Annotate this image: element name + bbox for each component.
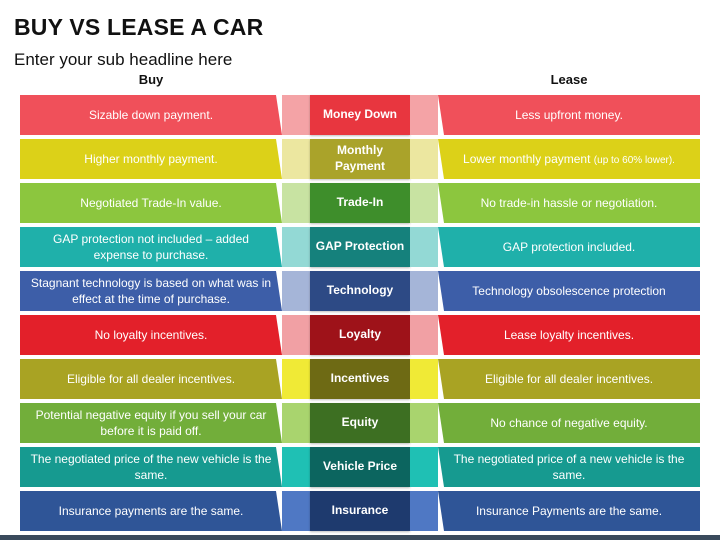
lease-cell: Lease loyalty incentives.	[438, 315, 700, 355]
connector-left	[282, 491, 310, 531]
category-label: Insurance	[310, 491, 410, 531]
category-label: Loyalty	[310, 315, 410, 355]
buy-cell: The negotiated price of the new vehicle …	[20, 447, 282, 487]
buy-cell: Stagnant technology is based on what was…	[20, 271, 282, 311]
buy-cell: Insurance payments are the same.	[20, 491, 282, 531]
connector-left	[282, 227, 310, 267]
comparison-row: Negotiated Trade-In value. Trade-In No tra…	[0, 183, 720, 223]
connector-left	[282, 271, 310, 311]
lease-cell: No chance of negative equity.	[438, 403, 700, 443]
category-label: Money Down	[310, 95, 410, 135]
comparison-row: GAP protection not included – added expe…	[0, 227, 720, 267]
lease-cell-main: No chance of negative equity.	[490, 415, 648, 430]
lease-cell-main: Less upfront money.	[515, 107, 623, 122]
connector-left	[282, 403, 310, 443]
lease-cell-main: Lease loyalty incentives.	[503, 327, 635, 342]
comparison-row: No loyalty incentives. Loyalty Lease loyal…	[0, 315, 720, 355]
lease-cell: The negotiated price of a new vehicle is…	[438, 447, 700, 487]
buy-cell: GAP protection not included – added expe…	[20, 227, 282, 267]
buy-cell: Negotiated Trade-In value.	[20, 183, 282, 223]
connector-right	[410, 139, 438, 179]
comparison-row: Insurance payments are the same. Insuranc…	[0, 491, 720, 531]
category-label: Incentives	[310, 359, 410, 399]
category-label: Trade-In	[310, 183, 410, 223]
comparison-row: Potential negative equity if you sell yo…	[0, 403, 720, 443]
lease-cell-text: GAP protection included.	[503, 239, 636, 255]
lease-cell-main: Lower monthly payment	[463, 151, 591, 166]
category-label: GAP Protection	[310, 227, 410, 267]
lease-cell-text: Technology obsolescence protection	[472, 283, 665, 299]
category-label: Monthly Payment	[310, 139, 410, 179]
connector-left	[282, 95, 310, 135]
connector-left	[282, 315, 310, 355]
lease-cell-main: Insurance Payments are the same.	[475, 503, 663, 518]
footer-bar	[0, 535, 720, 540]
lease-cell-text: Less upfront money.	[515, 107, 623, 123]
lease-cell: Less upfront money.	[438, 95, 700, 135]
category-label: Equity	[310, 403, 410, 443]
lease-cell-text: The negotiated price of a new vehicle is…	[448, 451, 690, 483]
lease-column-header: Lease	[550, 72, 588, 87]
page-subtitle: Enter your sub headline here	[14, 50, 233, 69]
comparison-row: Stagnant technology is based on what was…	[0, 271, 720, 311]
lease-cell-text: Lower monthly payment (up to 60% lower).	[463, 151, 675, 168]
lease-cell-main: Technology obsolescence protection	[472, 283, 666, 298]
lease-cell: Insurance Payments are the same.	[438, 491, 700, 531]
lease-cell: Lower monthly payment (up to 60% lower).	[438, 139, 700, 179]
lease-cell-text: No chance of negative equity.	[490, 415, 647, 431]
lease-cell-note: (up to 60% lower).	[593, 154, 675, 166]
connector-right	[410, 227, 438, 267]
connector-left	[282, 359, 310, 399]
category-label: Technology	[310, 271, 410, 311]
connector-right	[410, 95, 438, 135]
lease-cell-main: Eligible for all dealer incentives.	[484, 371, 654, 386]
lease-cell-main: The negotiated price of a new vehicle is…	[453, 451, 685, 482]
lease-cell-main: No trade-in hassle or negotiation.	[480, 195, 658, 210]
lease-cell: No trade-in hassle or negotiation.	[438, 183, 700, 223]
connector-left	[282, 139, 310, 179]
comparison-row: The negotiated price of the new vehicle …	[0, 447, 720, 487]
connector-right	[410, 183, 438, 223]
connector-left	[282, 183, 310, 223]
buy-cell: Potential negative equity if you sell yo…	[20, 403, 282, 443]
lease-cell: GAP protection included.	[438, 227, 700, 267]
lease-cell-text: Eligible for all dealer incentives.	[485, 371, 653, 387]
connector-right	[410, 403, 438, 443]
connector-left	[282, 447, 310, 487]
buy-cell: Sizable down payment.	[20, 95, 282, 135]
page-title: BUY VS LEASE A CAR	[14, 14, 264, 40]
buy-cell: Eligible for all dealer incentives.	[20, 359, 282, 399]
lease-cell-text: No trade-in hassle or negotiation.	[481, 195, 658, 211]
lease-cell-text: Insurance Payments are the same.	[476, 503, 662, 519]
lease-cell: Eligible for all dealer incentives.	[438, 359, 700, 399]
comparison-row: Higher monthly payment. Monthly Payment Lo…	[0, 139, 720, 179]
lease-cell: Technology obsolescence protection	[438, 271, 700, 311]
buy-cell: No loyalty incentives.	[20, 315, 282, 355]
buy-cell: Higher monthly payment.	[20, 139, 282, 179]
connector-right	[410, 447, 438, 487]
connector-right	[410, 491, 438, 531]
connector-right	[410, 359, 438, 399]
comparison-row: Sizable down payment. Money Down Less upfr…	[0, 95, 720, 135]
lease-cell-main: GAP protection included.	[502, 239, 636, 254]
category-label: Vehicle Price	[310, 447, 410, 487]
connector-right	[410, 271, 438, 311]
connector-right	[410, 315, 438, 355]
lease-cell-text: Lease loyalty incentives.	[504, 327, 634, 343]
buy-column-header: Buy	[138, 72, 164, 87]
comparison-row: Eligible for all dealer incentives. Incen…	[0, 359, 720, 399]
